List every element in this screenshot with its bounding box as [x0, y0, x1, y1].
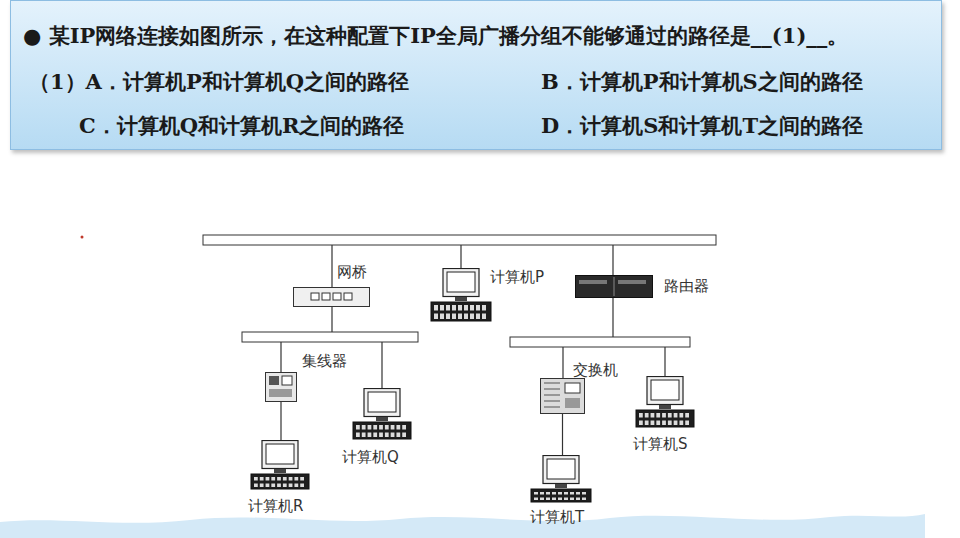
network-cable	[280, 402, 281, 440]
device-label: 集线器	[302, 352, 347, 370]
device-label: 交换机	[573, 361, 618, 379]
top-bus	[203, 235, 716, 245]
network-device: 网桥	[293, 287, 370, 307]
pc-icon	[530, 455, 592, 503]
network-cable	[562, 414, 563, 455]
pc-icon	[250, 440, 310, 490]
question-text: D．计算机S和计算机T之间的路径	[541, 113, 863, 138]
pc-icon	[430, 268, 492, 322]
question-panel: ● 某IP网络连接如图所示，在这种配置下IP全局广播分组不能够通过的路径是__(…	[10, 0, 942, 150]
network-device: 集线器	[265, 372, 297, 402]
right-bus	[510, 337, 690, 347]
device-label: 计算机P	[490, 268, 544, 286]
network-device: 路由器	[575, 275, 653, 298]
device-label: 计算机Q	[342, 448, 399, 466]
question-text: C．计算机Q和计算机R之间的路径	[79, 113, 404, 138]
question-text: （1）A．计算机P和计算机Q之间的路径	[29, 69, 409, 94]
network-device: 计算机Q	[352, 388, 412, 440]
device-label: 网桥	[337, 263, 367, 281]
left-bus	[242, 332, 418, 342]
network-device: 交换机	[540, 378, 585, 414]
pc-icon	[352, 388, 412, 440]
network-device: 计算机S	[635, 376, 695, 428]
switch-icon	[540, 378, 585, 414]
dot	[81, 236, 84, 239]
bridge-icon	[293, 287, 370, 307]
router-icon	[575, 275, 653, 298]
device-label: 计算机R	[248, 497, 303, 515]
device-label: 路由器	[664, 277, 709, 295]
network-device: 计算机R	[250, 440, 310, 490]
drop-wires	[281, 245, 665, 388]
network-device: 计算机P	[430, 268, 492, 322]
network-device: 计算机T	[530, 455, 592, 503]
hub-icon	[265, 372, 297, 402]
bus-segments	[203, 235, 716, 347]
device-label: 计算机S	[633, 435, 688, 453]
wave-band	[0, 514, 925, 538]
question-text: B．计算机P和计算机S之间的路径	[541, 69, 863, 94]
device-label: 计算机T	[530, 508, 584, 526]
pc-icon	[635, 376, 695, 428]
question-text: ● 某IP网络连接如图所示，在这种配置下IP全局广播分组不能够通过的路径是__(…	[23, 23, 848, 48]
